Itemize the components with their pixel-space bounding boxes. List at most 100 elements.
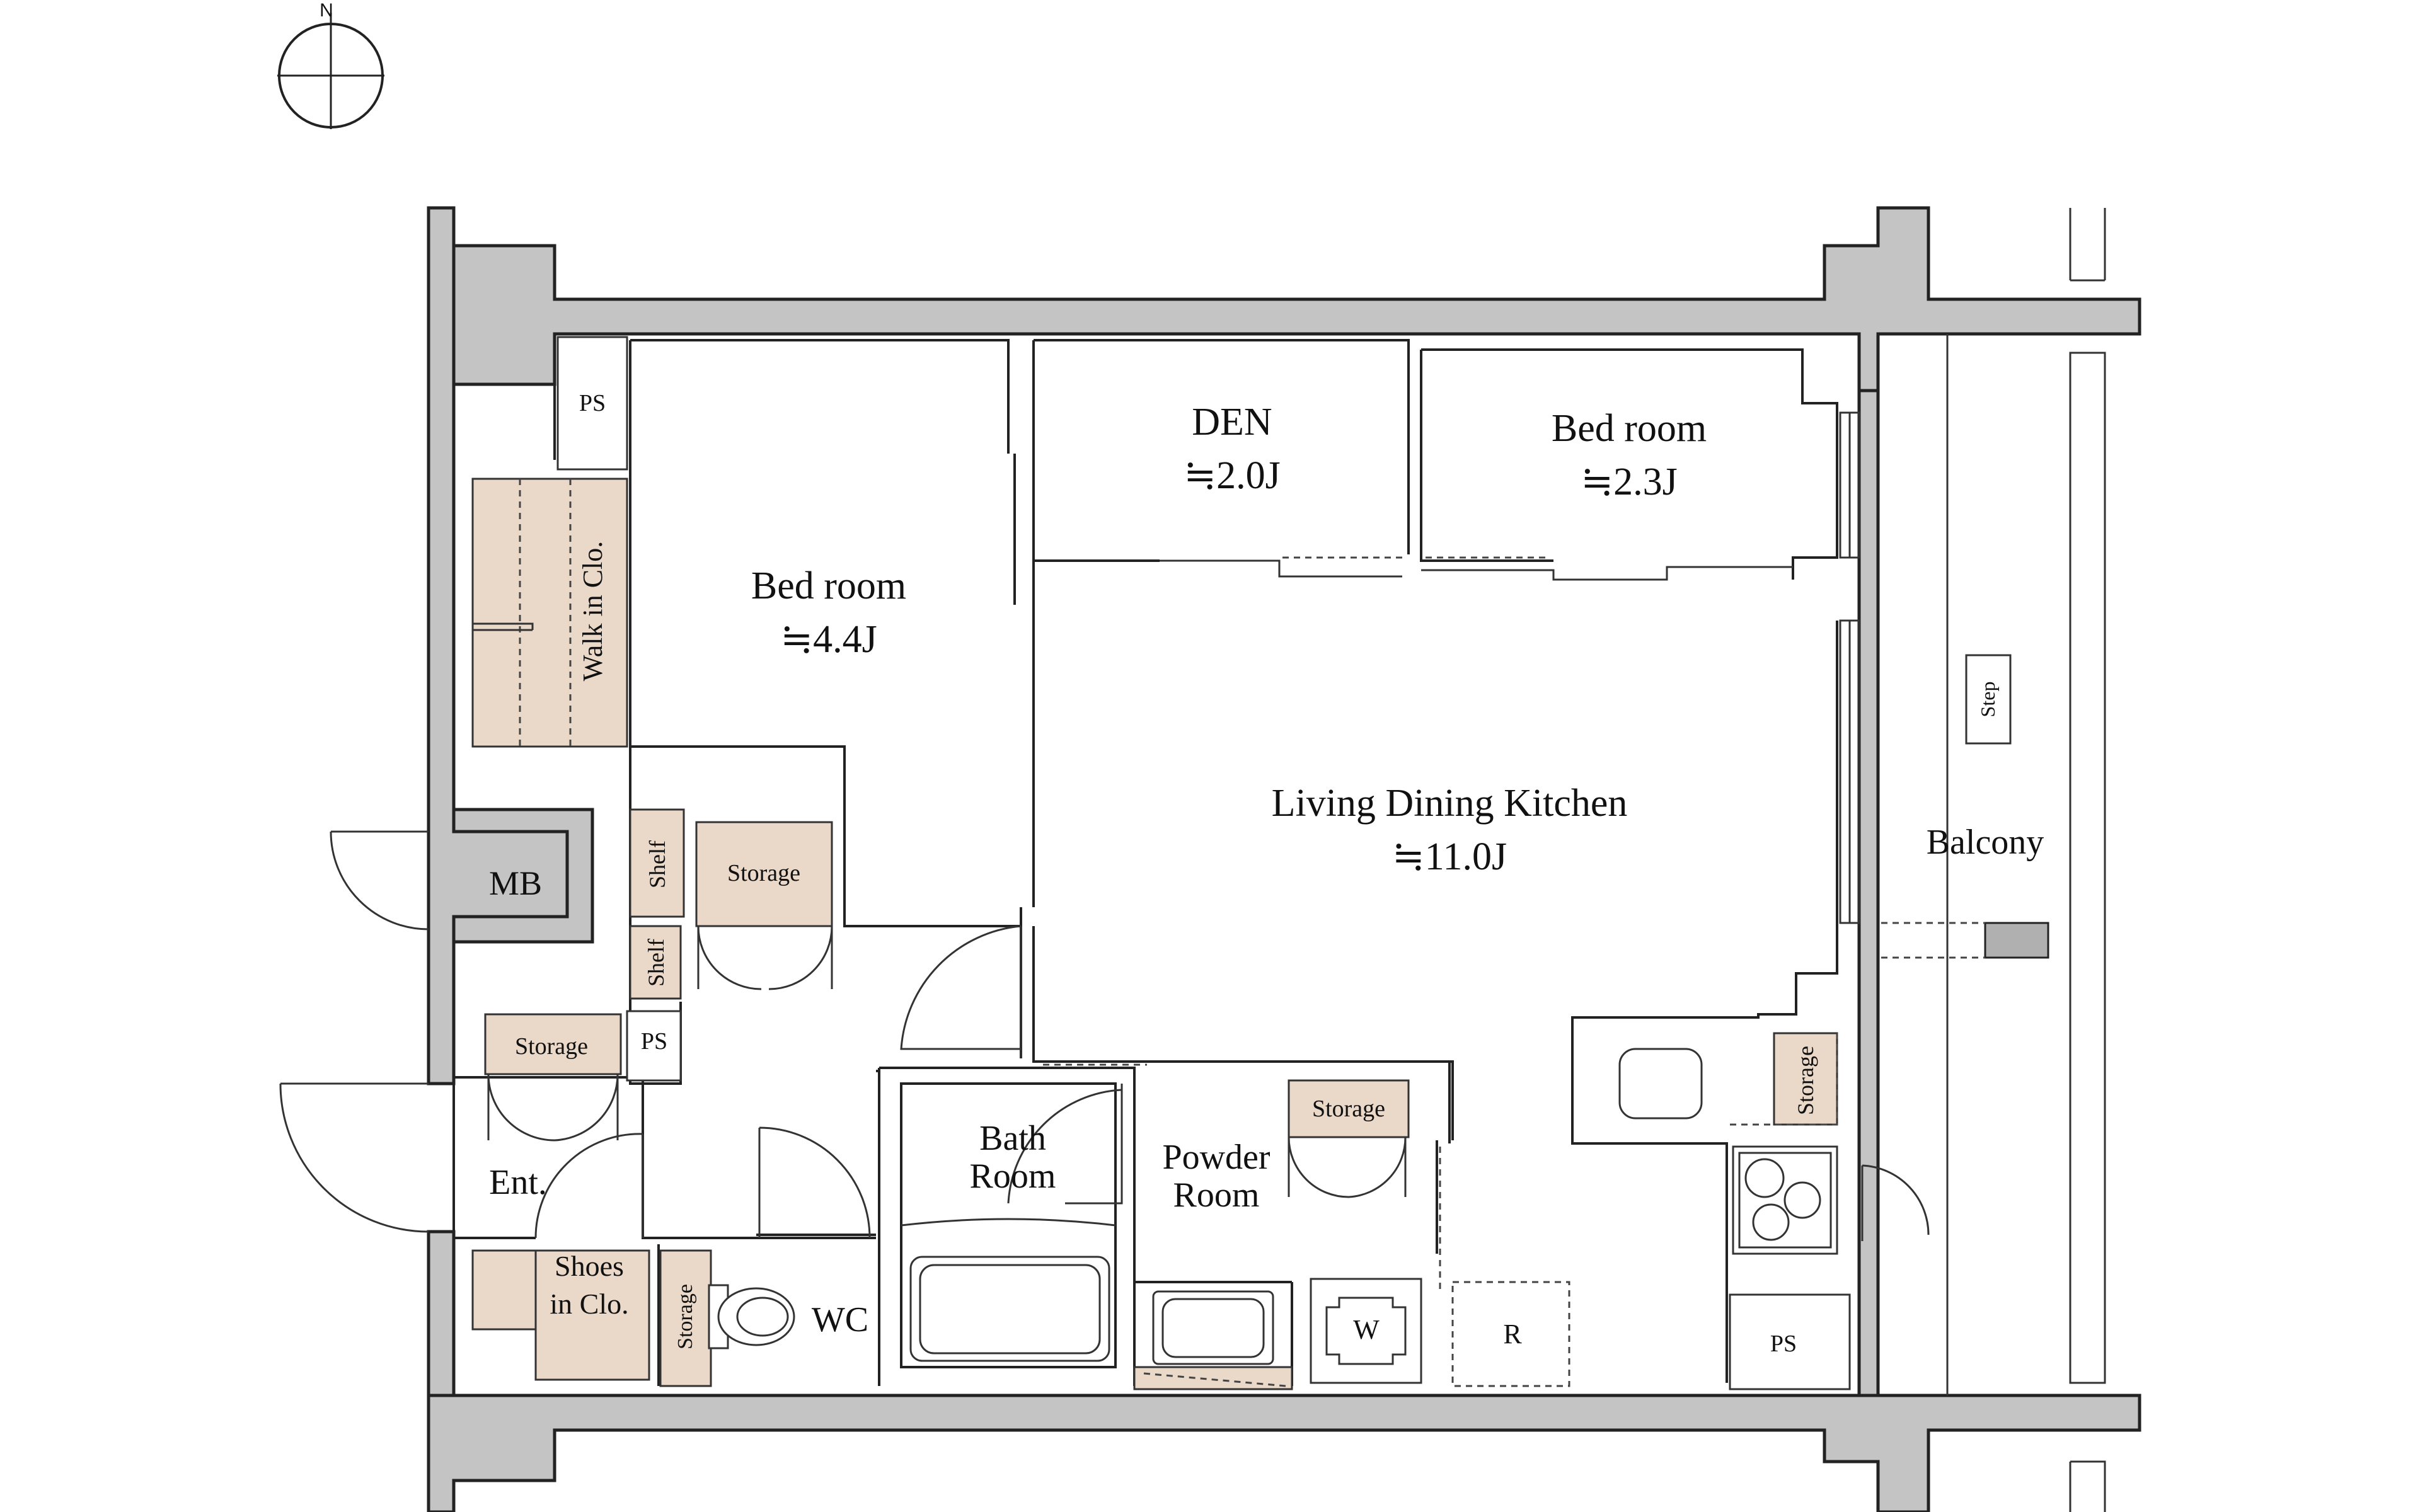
- walk-in-closet-label: Walk in Clo.: [577, 541, 608, 682]
- storage-blocks: [471, 478, 1838, 1390]
- kitchen-sink-icon: [1571, 1017, 1703, 1143]
- bathtub-inner: [919, 1264, 1101, 1354]
- vanity-bowl: [1161, 1298, 1265, 1358]
- balcony-drain-dash: [1881, 922, 1985, 959]
- washer-pan: [1133, 1366, 1293, 1390]
- fixture-labels: PS PS PS Walk in Clo. Shelf Shelf Storag…: [515, 390, 1999, 1357]
- storage-powder-box: [1288, 1079, 1410, 1138]
- shoes-label-1: Shoes: [555, 1250, 624, 1282]
- mb-label: MB: [489, 864, 542, 902]
- ldk-name: Living Dining Kitchen: [1272, 782, 1628, 825]
- bedroom-small-size: ≒2.3J: [1581, 461, 1678, 503]
- storage-kitchen-label: Storage: [1793, 1046, 1818, 1115]
- balcony-rail: [2069, 208, 2106, 1512]
- washer-label: W: [1353, 1314, 1380, 1345]
- bedroom-small-name: Bed room: [1552, 407, 1707, 450]
- bedroom-main-size: ≒4.4J: [780, 618, 877, 661]
- door-entrance: [279, 1082, 429, 1233]
- powder-label-1: Powder: [1162, 1138, 1270, 1177]
- shelf-upper-box: [629, 808, 685, 918]
- wc-walls: [657, 1234, 876, 1386]
- fridge-dash-box: [1451, 1281, 1570, 1387]
- fixtures: [626, 654, 2049, 1390]
- shelf-lower-box: [629, 925, 682, 1000]
- den-size: ≒2.0J: [1184, 454, 1281, 497]
- bath-walls: [879, 1067, 1136, 1386]
- shelf-upper-label: Shelf: [645, 840, 670, 888]
- step-label: Step: [1976, 682, 1999, 718]
- storage-kitchen-box: [1773, 1032, 1838, 1126]
- wall-left-lower: [427, 1230, 456, 1397]
- storage-wc-label: Storage: [674, 1284, 697, 1349]
- door-bedroom-storage: [697, 925, 833, 990]
- window-lower: [1839, 619, 1860, 924]
- ldk-right: [1571, 621, 1838, 1383]
- ps-kitchen-box: [1729, 1293, 1851, 1390]
- doors: [279, 830, 1930, 1241]
- wc-label: WC: [812, 1300, 868, 1339]
- ps-top-label: PS: [579, 390, 606, 416]
- door-wc: [758, 1126, 871, 1239]
- ps-mid-label: PS: [641, 1028, 667, 1055]
- bedroom-main-walls: [629, 339, 1022, 927]
- ldk-size: ≒11.0J: [1392, 835, 1507, 878]
- shoes-label-2: in Clo.: [550, 1288, 628, 1320]
- window-upper: [1839, 411, 1860, 559]
- bath-label-1: Bath: [979, 1119, 1046, 1158]
- entrance-walls: [452, 1076, 876, 1239]
- den-sliding: [1160, 559, 1793, 581]
- door-hall: [534, 1133, 644, 1239]
- step-box: [1965, 654, 2012, 745]
- vanity-box: [1152, 1290, 1274, 1365]
- door-kitchen: [1861, 1164, 1930, 1241]
- storage-entrance-box: [484, 1013, 622, 1075]
- balcony-drain: [1984, 922, 2049, 959]
- door-entrance-storage: [487, 1074, 619, 1142]
- room-labels: Bed room ≒4.4J DEN ≒2.0J Bed room ≒2.3J …: [489, 401, 2044, 1339]
- door-bedroom: [900, 925, 1022, 1058]
- bathtub: [909, 1256, 1110, 1362]
- den-name: DEN: [1192, 401, 1272, 444]
- fridge-label: R: [1503, 1319, 1522, 1349]
- compass-icon: N: [277, 0, 384, 129]
- wall-top: [427, 206, 2141, 392]
- bedroom-small-walls: [1420, 348, 1838, 580]
- shelf-lower-label: Shelf: [643, 939, 669, 987]
- bath-label-2: Room: [970, 1157, 1056, 1196]
- storage-wc-box: [659, 1249, 712, 1387]
- wall-bottom: [427, 1394, 2141, 1512]
- storage-entrance-label: Storage: [515, 1033, 588, 1060]
- balcony-label: Balcony: [1927, 823, 2044, 862]
- washer-pan-dash: [1143, 1372, 1286, 1387]
- walk-in-closet-divider: [473, 622, 534, 631]
- ps-top-box: [556, 336, 628, 471]
- partitions: [452, 333, 1860, 1397]
- door-bath: [1007, 1084, 1123, 1205]
- walk-in-closet-box: [471, 478, 628, 748]
- structural-walls: [427, 206, 2141, 1512]
- door-mb: [330, 830, 429, 931]
- storage-bedroom-label: Storage: [727, 860, 800, 886]
- storage-powder-label: Storage: [1312, 1096, 1385, 1122]
- den-walls: [1013, 339, 1410, 907]
- washer-icon: [1310, 1278, 1422, 1384]
- stove-icon: [1732, 1145, 1838, 1255]
- ps-mid-box: [626, 1010, 682, 1082]
- bedroom-main-name: Bed room: [751, 564, 906, 607]
- wall-right: [1857, 389, 1880, 1397]
- storage-kitchen-dash: [1730, 1033, 1838, 1126]
- bath-floor-curve: [901, 1218, 1116, 1227]
- door-powder-storage: [1288, 1137, 1407, 1198]
- toilet-icon: [708, 1284, 795, 1349]
- storage-bedroom-box: [695, 821, 833, 927]
- inner-perimeter: [454, 333, 1859, 1397]
- entrance-label: Ent.: [489, 1163, 547, 1202]
- compass-north-label: N: [320, 0, 333, 21]
- wall-mb: [452, 808, 594, 944]
- powder-sliding-dash: [1043, 1063, 1441, 1292]
- ps-kitchen-label: PS: [1770, 1331, 1797, 1357]
- powder-walls: [1134, 1060, 1454, 1386]
- powder-label-2: Room: [1173, 1176, 1260, 1215]
- shoes-closet-box-2: [534, 1249, 650, 1381]
